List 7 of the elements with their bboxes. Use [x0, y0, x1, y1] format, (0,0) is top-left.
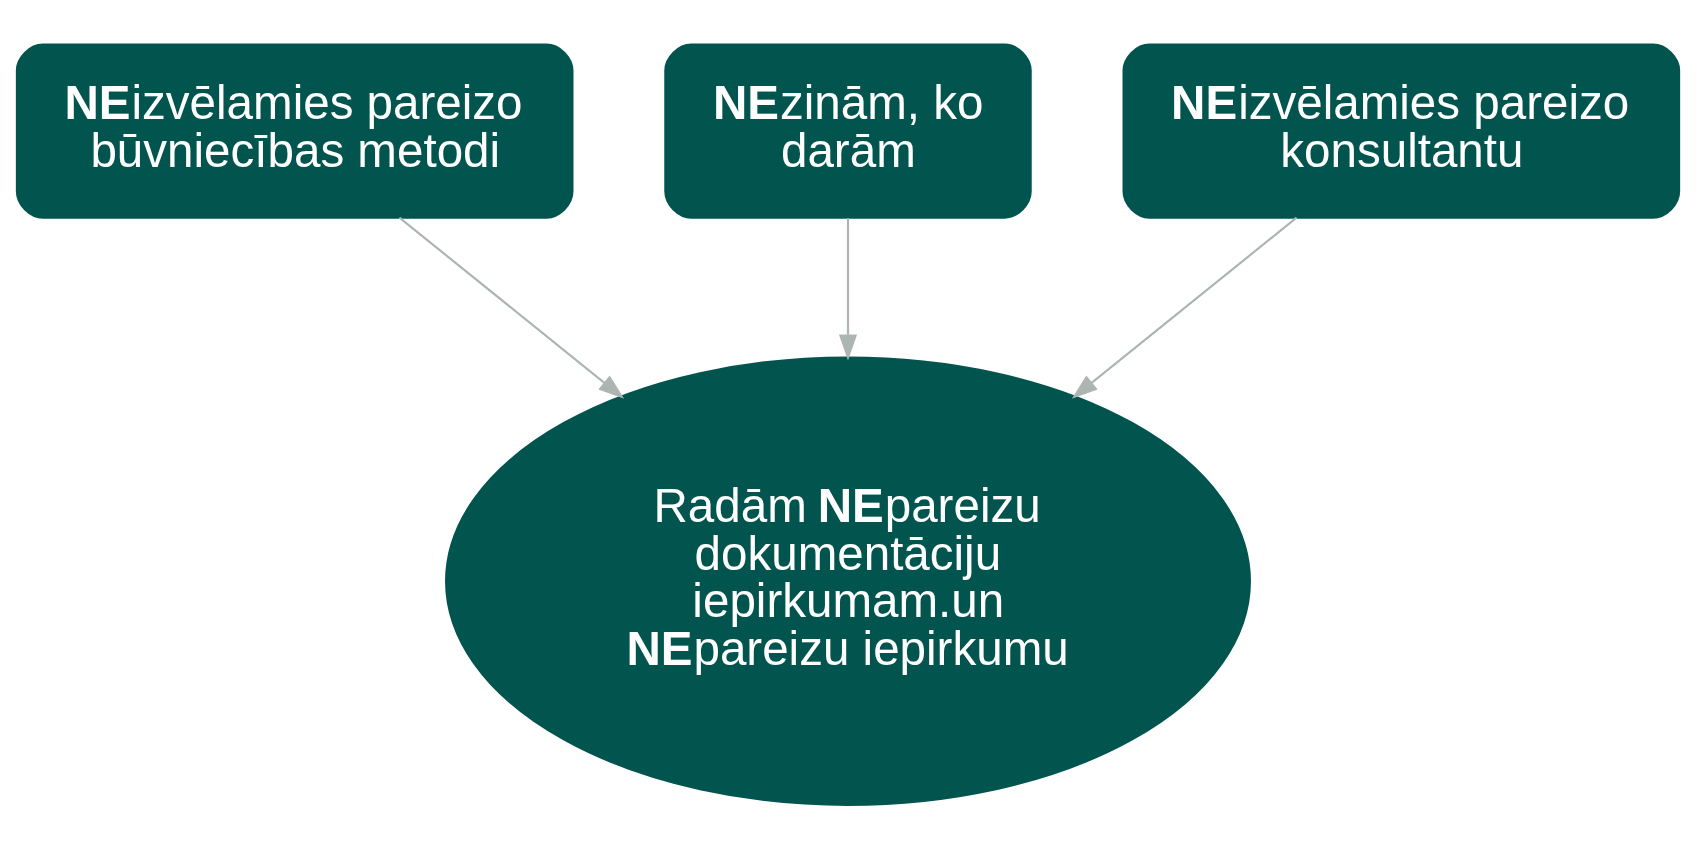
arrow — [838, 218, 858, 361]
arrow — [1071, 216, 1298, 399]
arrow — [398, 216, 625, 399]
node-ellipse: Radām NEpareizu dokumentāciju iepirkumam.un NEpareizu iepirkumu — [445, 356, 1251, 806]
node-box: NEizvēlamies pareizo būvniecības metodi — [15, 43, 574, 219]
node-box: NEizvēlamies pareizo konsultantu — [1122, 43, 1681, 219]
node-box: NEzinām, ko darām — [664, 43, 1032, 219]
